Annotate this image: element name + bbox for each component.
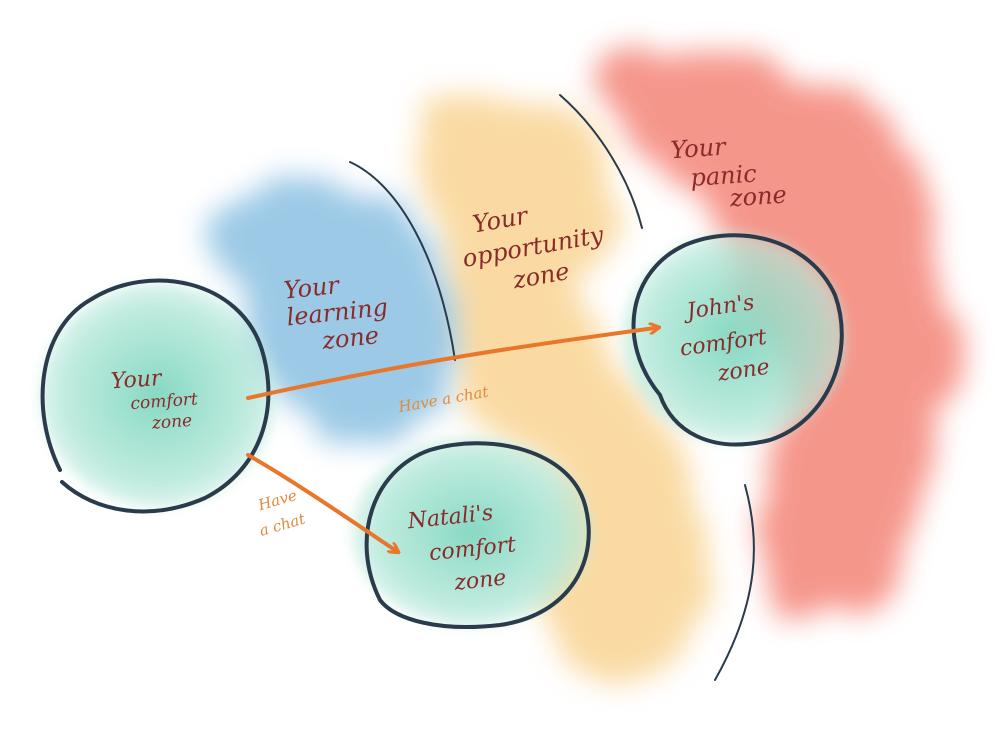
- panic-zone-boundary: [714, 484, 755, 681]
- learning-zone-boundary: [349, 161, 456, 361]
- natalis-comfort-zone-label: Natali's comfort zone: [405, 498, 527, 600]
- arrow-to-natali: [246, 453, 395, 550]
- your-comfort-zone-circle: [40, 278, 276, 514]
- opportunity-zone-boundary: [559, 94, 643, 229]
- arrow-to-natali-label: Have a chat: [250, 485, 310, 540]
- your-comfort-zone-label: Your comfort zone: [110, 363, 207, 436]
- arrow-to-john: [246, 328, 655, 400]
- opportunity-zone-wash: [417, 88, 716, 682]
- panic-zone-label: Your panic zone: [670, 129, 788, 217]
- johns-comfort-zone-circle: [622, 233, 846, 447]
- natalis-comfort-zone-circle: [352, 437, 592, 629]
- learning-zone-label: Your learning zone: [282, 265, 399, 358]
